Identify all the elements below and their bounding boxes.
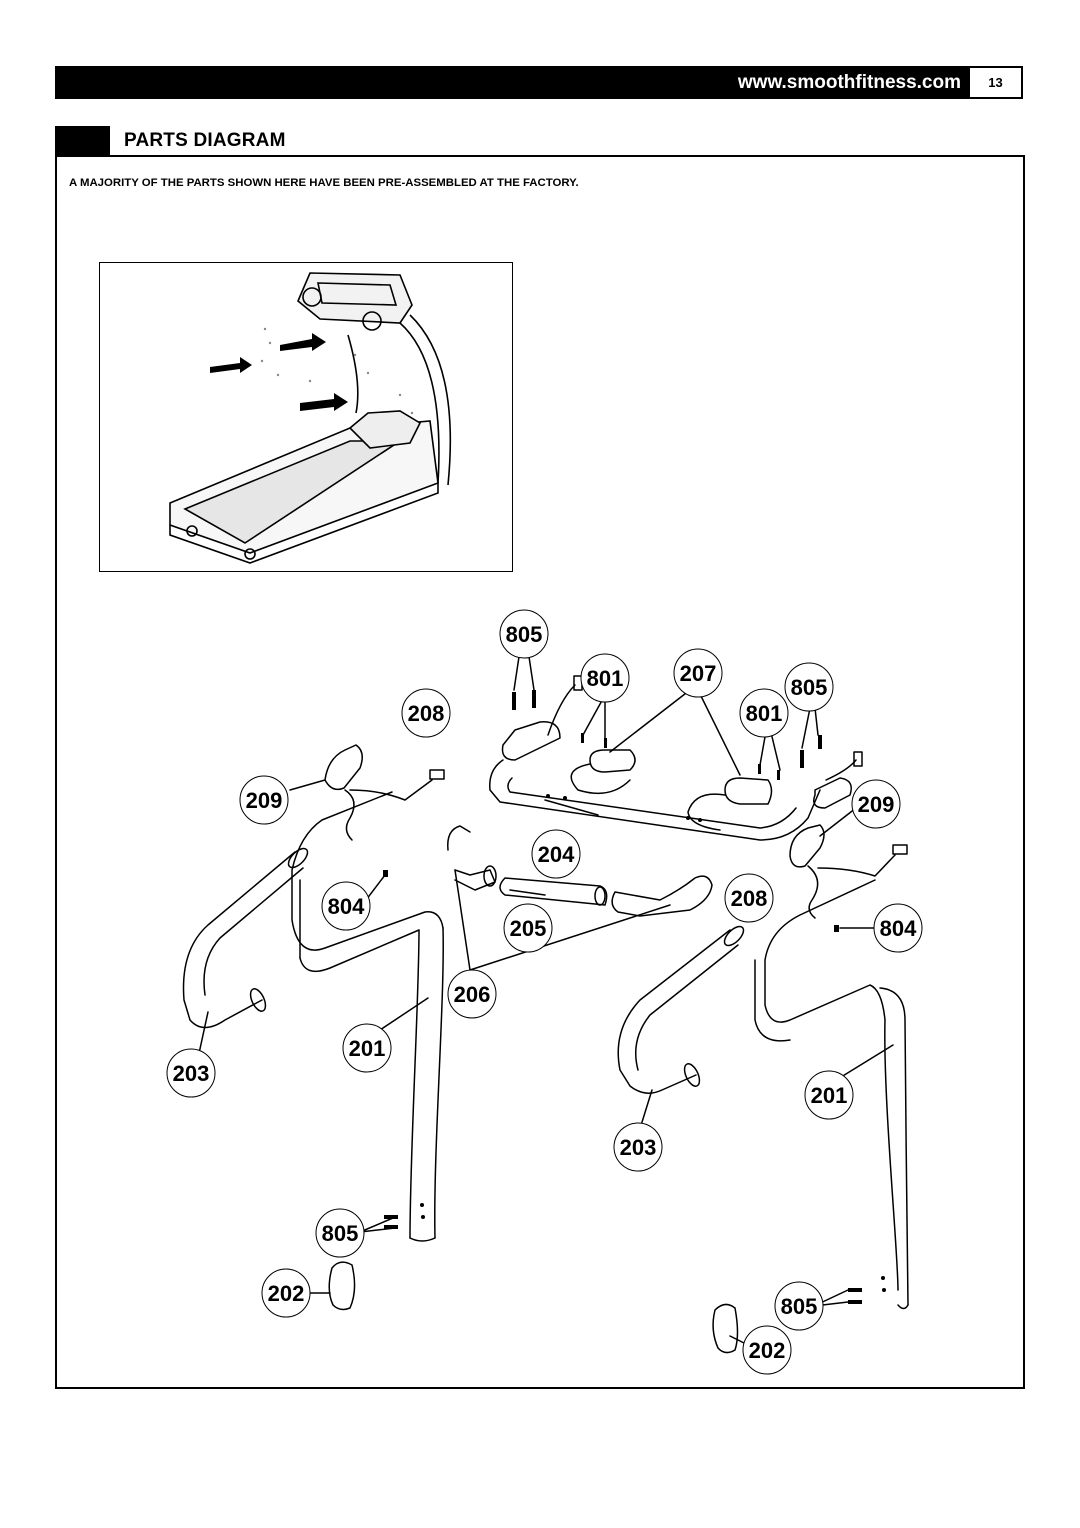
website-url: www.smoothfitness.com	[737, 72, 961, 93]
callout-202-right: 202	[749, 1338, 786, 1363]
treadmill-overview-panel	[99, 262, 513, 572]
callout-201-left: 201	[349, 1036, 386, 1061]
diagram-frame: A MAJORITY OF THE PARTS SHOWN HERE HAVE …	[55, 155, 1025, 1389]
callout-203-right: 203	[620, 1135, 657, 1160]
callout-201-right: 201	[811, 1083, 848, 1108]
callout-204: 204	[538, 842, 575, 867]
callout-805-bottom-right: 805	[781, 1294, 818, 1319]
callout-805-right: 805	[791, 675, 828, 700]
section-marker	[55, 126, 110, 156]
callout-203-left: 203	[173, 1061, 210, 1086]
callout-202-left: 202	[268, 1281, 305, 1306]
section-title: PARTS DIAGRAM	[124, 130, 286, 151]
callout-209-left: 209	[246, 788, 283, 813]
callout-805-top: 805	[506, 622, 543, 647]
preassembled-note: A MAJORITY OF THE PARTS SHOWN HERE HAVE …	[69, 177, 579, 189]
callout-805-bottom-left: 805	[322, 1221, 359, 1246]
treadmill-illustration	[169, 272, 452, 564]
callout-205: 205	[510, 916, 547, 941]
callout-208-right: 208	[731, 886, 768, 911]
callout-208-left: 208	[408, 701, 445, 726]
header-bar: www.smoothfitness.com 13	[55, 66, 1023, 99]
callout-207: 207	[680, 661, 717, 686]
callout-801-left: 801	[587, 666, 624, 691]
callout-209-right: 209	[858, 792, 895, 817]
callout-206: 206	[454, 982, 491, 1007]
part-201-left-tube	[434, 927, 444, 1239]
callout-804-left: 804	[328, 894, 365, 919]
page-number: 13	[968, 66, 1023, 99]
callout-801-right: 801	[746, 701, 783, 726]
callout-804-right: 804	[880, 916, 917, 941]
